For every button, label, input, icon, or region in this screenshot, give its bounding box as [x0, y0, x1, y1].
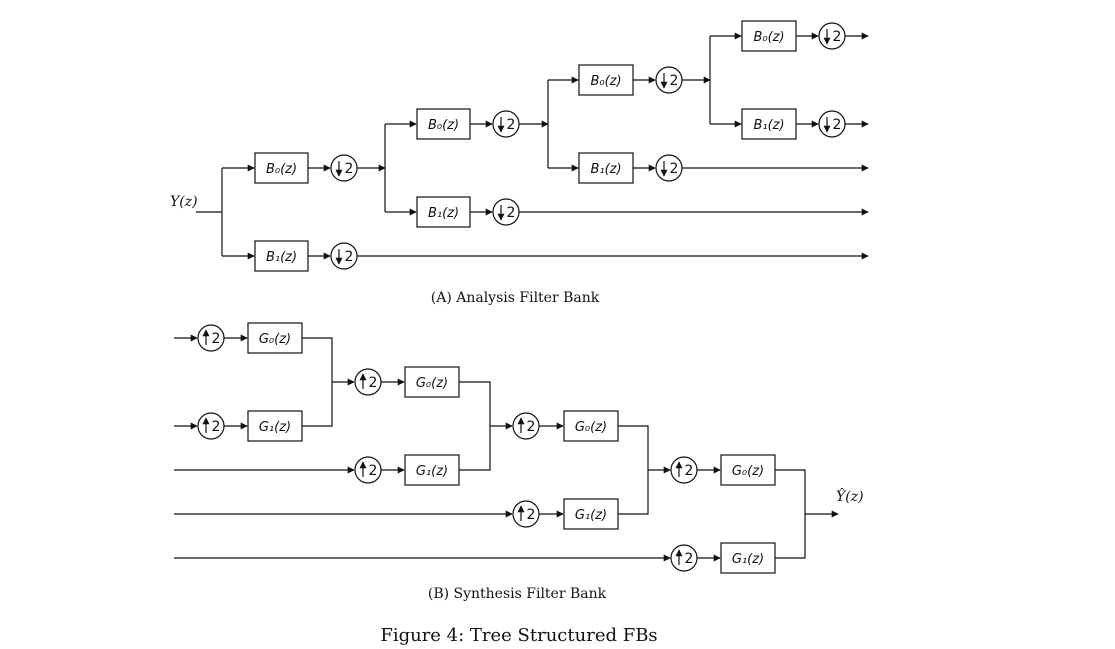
filter-label: B₁(z): [428, 206, 459, 221]
analysis-caption: (A) Analysis Filter Bank: [431, 290, 600, 306]
filter-label: B₀(z): [753, 30, 784, 45]
filter-label: G₁(z): [575, 508, 607, 523]
downsampler: 2: [818, 110, 846, 138]
downsample-factor: 2: [345, 249, 354, 265]
upsample-factor: 2: [212, 331, 221, 347]
analysis-b0-filter-level2: B₀(z): [416, 108, 471, 140]
analysis-b0-filter-level4: B₀(z): [741, 20, 797, 52]
downsampler: 2: [655, 66, 683, 94]
analysis-b1-filter-level2: B₁(z): [416, 196, 471, 228]
analysis-b1-filter-level4: B₁(z): [741, 108, 797, 140]
upsampler: 2: [197, 412, 225, 440]
upsample-factor: 2: [369, 463, 378, 479]
filter-label: G₁(z): [732, 552, 764, 567]
filter-label: B₀(z): [590, 74, 621, 89]
downsampler: 2: [330, 154, 358, 182]
filter-label: B₁(z): [266, 250, 297, 265]
upsampler: 2: [670, 544, 698, 572]
upsampler: 2: [512, 412, 540, 440]
summing-wire: [459, 381, 491, 471]
filter-label: G₀(z): [416, 376, 448, 391]
synthesis-g0-filter-stage1: G₀(z): [247, 322, 303, 354]
filter-label: G₁(z): [416, 464, 448, 479]
downsample-factor: 2: [507, 117, 516, 133]
downsampler: 2: [655, 154, 683, 182]
upsample-factor: 2: [527, 419, 536, 435]
downsample-factor: 2: [345, 161, 354, 177]
analysis-b0-filter-level3: B₀(z): [578, 64, 634, 96]
figure-caption: Figure 4: Tree Structured FBs: [380, 625, 657, 646]
analysis-b1-filter-level1: B₁(z): [254, 240, 309, 272]
synthesis-output-label: Ŷ(z): [836, 487, 864, 505]
analysis-filter-bank: Y(z) B₀(z) 2 B₁(z) 2: [170, 20, 869, 306]
synthesis-g1-filter-stage3: G₁(z): [563, 498, 619, 530]
downsampler: 2: [492, 198, 520, 226]
filter-label: B₁(z): [590, 162, 621, 177]
filter-label: G₀(z): [575, 420, 607, 435]
summing-wire: [302, 337, 333, 427]
synthesis-g0-filter-stage4: G₀(z): [720, 454, 776, 486]
synthesis-g1-filter-stage4: G₁(z): [720, 542, 776, 574]
downsample-factor: 2: [507, 205, 516, 221]
downsample-factor: 2: [833, 29, 842, 45]
analysis-input-label: Y(z): [170, 194, 198, 210]
downsample-factor: 2: [670, 161, 679, 177]
downsample-factor: 2: [670, 73, 679, 89]
summing-wire: [618, 425, 649, 515]
filter-label: B₁(z): [753, 118, 784, 133]
downsample-factor: 2: [833, 117, 842, 133]
synthesis-g1-filter-stage1: G₁(z): [247, 410, 303, 442]
synthesis-g1-filter-stage2: G₁(z): [404, 454, 460, 486]
synthesis-caption: (B) Synthesis Filter Bank: [428, 586, 607, 602]
upsample-factor: 2: [212, 419, 221, 435]
upsample-factor: 2: [685, 551, 694, 567]
downsampler: 2: [492, 110, 520, 138]
filter-label: G₀(z): [732, 464, 764, 479]
downsampler: 2: [330, 242, 358, 270]
synthesis-g0-filter-stage3: G₀(z): [563, 410, 619, 442]
upsampler: 2: [354, 368, 382, 396]
upsampler: 2: [670, 456, 698, 484]
upsampler: 2: [512, 500, 540, 528]
downsampler: 2: [818, 22, 846, 50]
upsample-factor: 2: [685, 463, 694, 479]
upsampler: 2: [354, 456, 382, 484]
filter-label: G₁(z): [259, 420, 291, 435]
synthesis-filter-bank: 2 G₀(z) 2 G₁(z) 2 G₀(z): [174, 322, 864, 602]
filter-label: G₀(z): [259, 332, 291, 347]
analysis-b0-filter-level1: B₀(z): [254, 152, 309, 184]
analysis-b1-filter-level3: B₁(z): [578, 152, 634, 184]
upsampler: 2: [197, 324, 225, 352]
filter-label: B₀(z): [266, 162, 297, 177]
upsample-factor: 2: [527, 507, 536, 523]
synthesis-g0-filter-stage2: G₀(z): [404, 366, 460, 398]
filter-label: B₀(z): [428, 118, 459, 133]
upsample-factor: 2: [369, 375, 378, 391]
summing-wire: [775, 469, 806, 559]
